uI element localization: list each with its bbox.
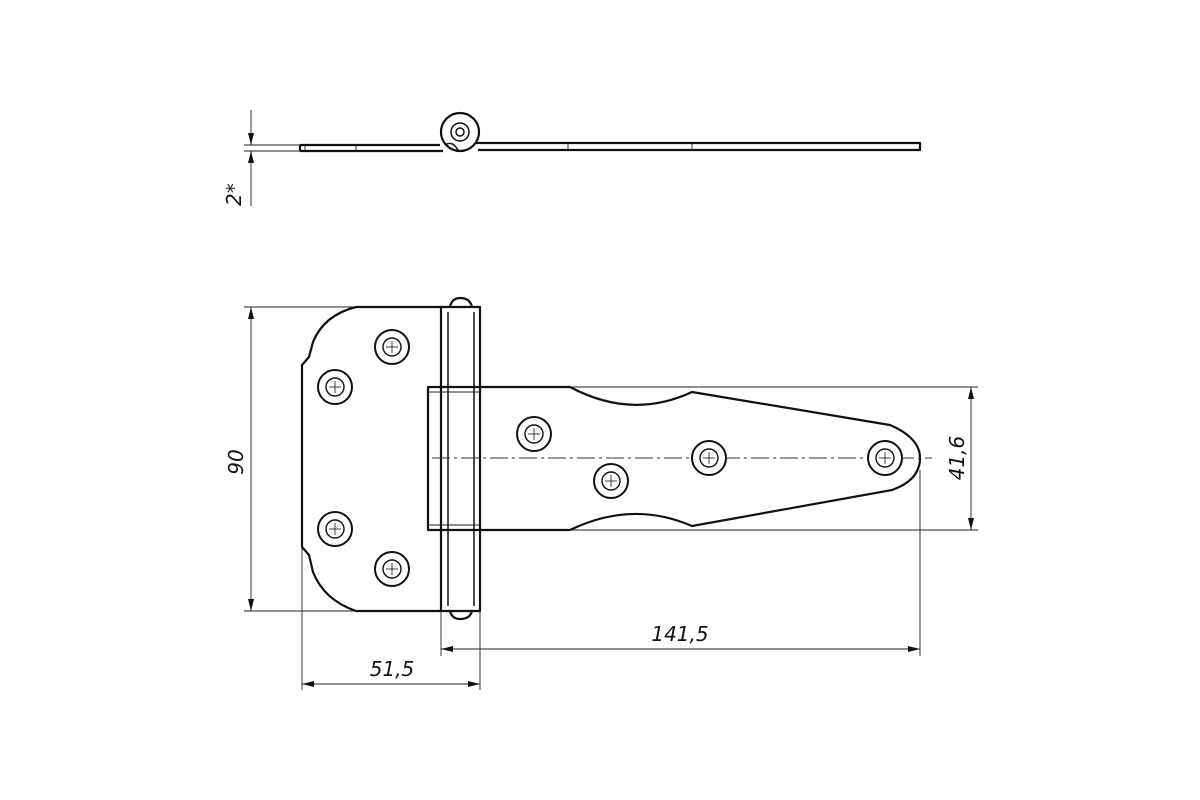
side-view <box>298 111 922 153</box>
screw-hole <box>593 463 629 499</box>
strap-leaf-outline <box>426 385 922 532</box>
thickness-label: 2* <box>222 183 246 206</box>
left-leaf-outline <box>300 305 441 613</box>
height-label: 90 <box>224 449 248 474</box>
strap-width-label: 41,6 <box>945 436 969 481</box>
height-dimension: 90 <box>224 306 356 612</box>
screw-hole <box>867 440 903 476</box>
strap-length-dimension: 141,5 <box>440 470 921 656</box>
screw-hole <box>691 440 727 476</box>
screw-hole <box>374 329 410 365</box>
screw-hole <box>516 416 552 452</box>
leaf-width-label: 51,5 <box>370 657 415 681</box>
screw-hole <box>317 511 353 547</box>
strap-length-label: 141,5 <box>651 622 708 646</box>
screw-hole <box>317 369 353 405</box>
screw-hole <box>374 551 410 587</box>
strap-width-dimension: 41,6 <box>570 386 978 531</box>
front-view <box>300 296 932 621</box>
thickness-dimension: 2* <box>222 110 300 206</box>
screw-holes <box>317 329 903 587</box>
leaf-width-dimension: 51,5 <box>301 547 481 690</box>
knuckle <box>439 296 482 621</box>
